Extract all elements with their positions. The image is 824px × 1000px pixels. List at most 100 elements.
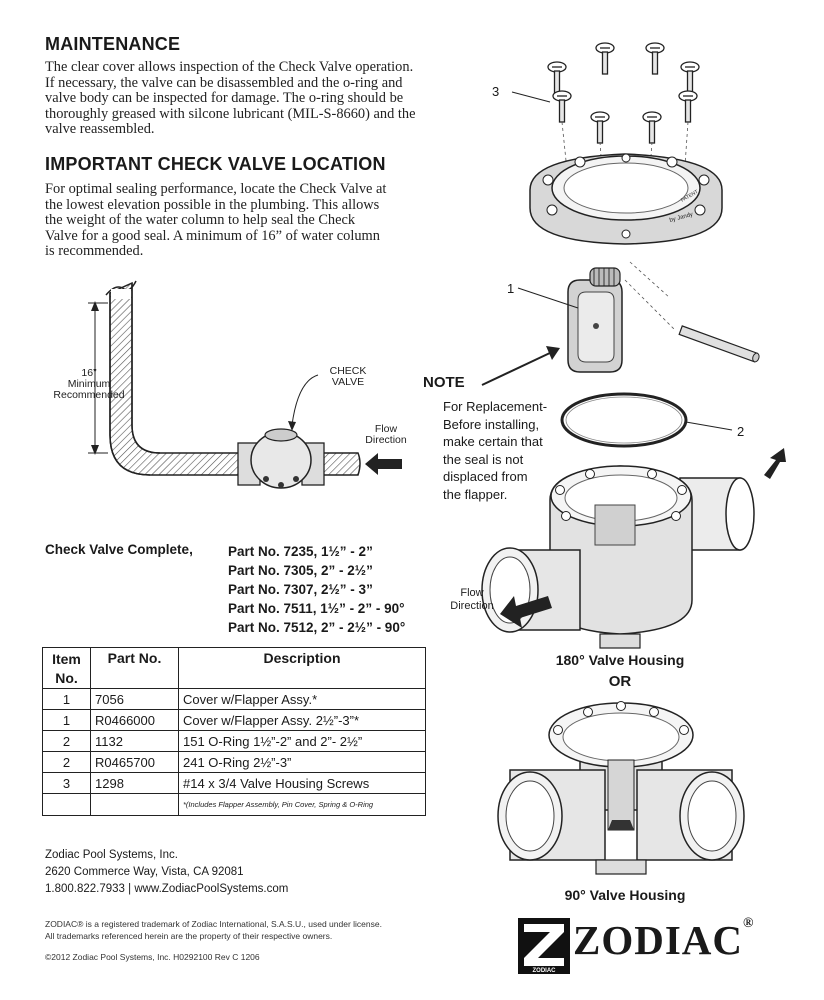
flow-arrow-in (500, 596, 552, 628)
note-line: For Replacement- (443, 399, 548, 414)
part-number-list: Part No. 7235, 1½” - 2” Part No. 7305, 2… (228, 542, 405, 637)
flow-text: Flow (460, 587, 484, 599)
empty-cell (42, 793, 91, 816)
note-line: the seal is not (443, 451, 524, 467)
table-footnote: *(Includes Flapper Assembly, Pin Cover, … (178, 793, 426, 816)
cell-part: R0466000 (90, 709, 179, 731)
table-row: 1 7056 Cover w/Flapper Assy.* (42, 688, 426, 710)
flow-arrow-out (764, 448, 786, 479)
note-line: Before installing, (443, 416, 540, 432)
cell-item: 2 (42, 751, 91, 773)
plumbing-diagram (88, 280, 402, 489)
part-number-item: Part No. 7305, 2” - 2½” (228, 563, 373, 578)
height-label: 16” Minimum Recommended (48, 368, 130, 401)
cell-item: 2 (42, 730, 91, 752)
cell-part: 1298 (90, 772, 179, 794)
logo-word: ZODIAC (573, 917, 744, 963)
check-valve-label: CHECK VALVE (318, 366, 378, 388)
location-line: the lowest elevation possible in the plu… (45, 196, 380, 213)
maintenance-line: thoroughly greased with silcone lubrican… (45, 105, 416, 122)
table-row: 2 1132 151 O-Ring 1½”-2” and 2”- 2½” (42, 730, 426, 752)
copyright-line: ©2012 Zodiac Pool Systems, Inc. H0292100… (45, 952, 260, 962)
maintenance-line: valve body can be inspected for damage. … (45, 90, 404, 106)
trademark-line: All trademarks referenced herein are the… (45, 931, 333, 941)
cell-item: 1 (42, 709, 91, 731)
or-label: OR (608, 673, 632, 690)
header-item-no: Item No. (42, 647, 91, 689)
trademark-line: ZODIAC® is a registered trademark of Zod… (45, 919, 382, 929)
cell-description: Cover w/Flapper Assy. 2½”-3”* (178, 709, 426, 731)
cell-item: 3 (42, 772, 91, 794)
zodiac-logo-text: ZODIAC® (573, 916, 755, 964)
screws (547, 42, 700, 144)
part-number-item: Part No. 7307, 2½” - 3” (228, 582, 373, 597)
callout-2: 2 (737, 424, 745, 439)
zodiac-logo-mark: ZODIAC (518, 918, 570, 974)
location-heading: IMPORTANT CHECK VALVE LOCATION (45, 154, 386, 174)
valve-housing-90 (497, 701, 745, 875)
exploded-valve-diagram: by Jandy PATENT (481, 42, 786, 875)
company-name: Zodiac Pool Systems, Inc. (45, 849, 178, 861)
clear-cover: by Jandy PATENT (529, 153, 723, 245)
location-line: the weight of the water column to help s… (45, 212, 356, 228)
caption-90-housing: 90° Valve Housing (564, 887, 686, 903)
company-contact: 1.800.822.7933 | www.ZodiacPoolSystems.c… (45, 883, 289, 895)
flow-arrow-left (365, 453, 402, 475)
flow-label-left: Flow Direction (356, 424, 416, 446)
registered-mark: ® (743, 916, 755, 931)
flow-label-right: Flow Direction (444, 587, 500, 613)
part-number-item: Part No. 7512, 2” - 2½” - 90° (228, 620, 406, 635)
table-row: 3 1298 #14 x 3/4 Valve Housing Screws (42, 772, 426, 794)
flow-text: Direction (365, 434, 407, 446)
cell-part: R0465700 (90, 751, 179, 773)
legal-notice: ZODIAC® is a registered trademark of Zod… (45, 917, 382, 965)
part-number-item: Part No. 7235, 1½” - 2” (228, 544, 373, 559)
vertical-pipe (109, 281, 251, 476)
cell-description: Cover w/Flapper Assy.* (178, 688, 426, 710)
company-info: Zodiac Pool Systems, Inc. 2620 Commerce … (45, 847, 288, 898)
caption-180-housing: 180° Valve Housing (555, 652, 685, 668)
cell-description: #14 x 3/4 Valve Housing Screws (178, 772, 426, 794)
cell-part: 1132 (90, 730, 179, 752)
maintenance-heading: MAINTENANCE (45, 34, 181, 54)
callout-1: 1 (507, 281, 515, 296)
check-valve-text: VALVE (331, 376, 365, 388)
height-text: Minimum (67, 378, 111, 390)
table-row: 2 R0465700 241 O-Ring 2½”-3” (42, 751, 426, 773)
table-header-row: Item No. Part No. Description (42, 647, 426, 689)
parts-table: Item No. Part No. Description 1 7056 Cov… (42, 647, 426, 816)
location-paragraph: For optimal sealing performance, locate … (45, 181, 435, 260)
note-line: make certain that (443, 434, 543, 449)
hinge-pin (678, 325, 760, 363)
cell-part: 7056 (90, 688, 179, 710)
check-valve-text: CHECK (329, 365, 367, 377)
company-address: 2620 Commerce Way, Vista, CA 92081 (45, 866, 244, 878)
flow-text: Flow (374, 423, 398, 435)
callout-3: 3 (492, 84, 500, 99)
table-row: 1 R0466000 Cover w/Flapper Assy. 2½”-3”* (42, 709, 426, 731)
height-text: Recommended (53, 389, 125, 401)
cell-description: 241 O-Ring 2½”-3” (178, 751, 426, 773)
location-line: For optimal sealing performance, locate … (45, 181, 387, 197)
o-ring (560, 392, 688, 448)
cell-description: 151 O-Ring 1½”-2” and 2”- 2½” (178, 730, 426, 752)
height-value: 16” (81, 367, 97, 379)
flapper-assembly (567, 267, 623, 373)
note-heading: NOTE (423, 374, 465, 391)
note-line: the flapper. (443, 486, 508, 502)
part-number-item: Part No. 7511, 1½” - 2” - 90° (228, 601, 405, 616)
note-text: For Replacement- Before installing, make… (443, 398, 547, 503)
location-line: is recommended. (45, 243, 144, 259)
parts-heading: Check Valve Complete, (45, 542, 193, 557)
flow-text: Direction (450, 600, 494, 612)
maintenance-paragraph: The clear cover allows inspection of the… (45, 59, 435, 138)
note-line: displaced from (443, 469, 528, 484)
header-description: Description (178, 647, 426, 689)
maintenance-line: valve reassembled. (45, 121, 155, 137)
maintenance-line: If necessary, the valve can be disassemb… (45, 74, 403, 91)
location-line: Valve for a good seal. A minimum of 16” … (45, 227, 380, 244)
maintenance-line: The clear cover allows inspection of the… (45, 59, 414, 75)
header-part-no: Part No. (90, 647, 179, 689)
table-footnote-row: *(Includes Flapper Assembly, Pin Cover, … (42, 793, 426, 816)
cell-item: 1 (42, 688, 91, 710)
